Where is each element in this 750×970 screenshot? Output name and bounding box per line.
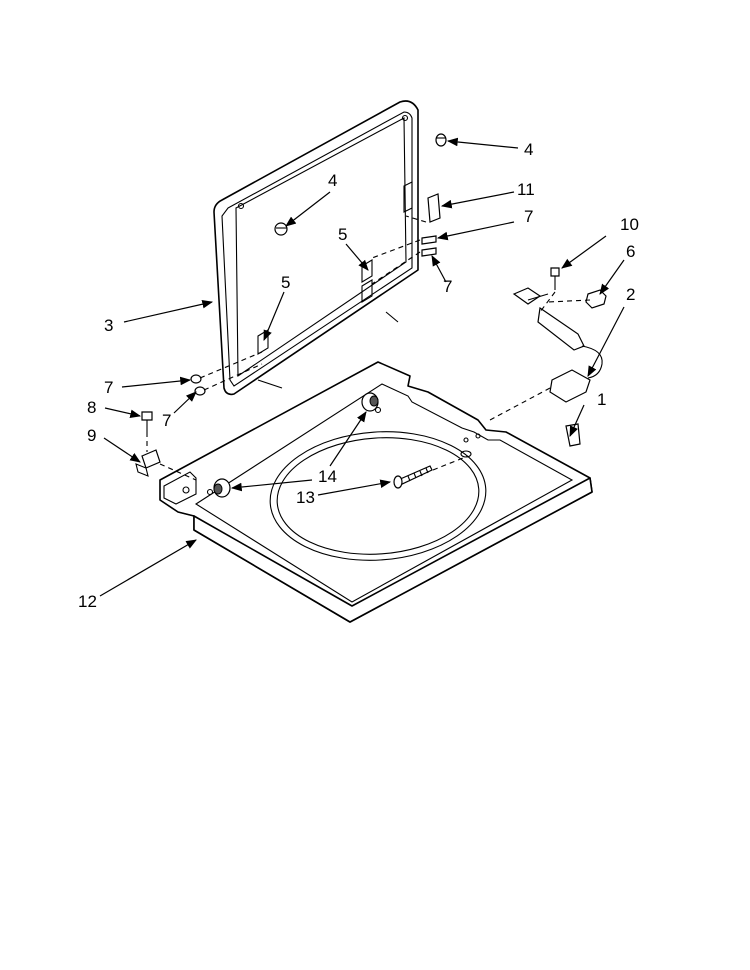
top-panel-part bbox=[159, 361, 593, 623]
callout-14: 14 bbox=[318, 467, 337, 486]
callout-7: 7 bbox=[524, 207, 533, 226]
callout-7: 7 bbox=[443, 277, 452, 296]
callout-6: 6 bbox=[626, 242, 635, 261]
callout-labels: 1 2 3 4 4 5 5 6 7 7 7 7 8 9 10 11 12 13 … bbox=[78, 140, 639, 611]
callout-5: 5 bbox=[281, 273, 290, 292]
callout-4: 4 bbox=[524, 140, 533, 159]
callout-7: 7 bbox=[104, 378, 113, 397]
callout-12: 12 bbox=[78, 592, 97, 611]
callout-8: 8 bbox=[87, 398, 96, 417]
screw-part bbox=[393, 465, 433, 489]
callout-4: 4 bbox=[328, 171, 337, 190]
callout-3: 3 bbox=[104, 316, 113, 335]
bushing-part bbox=[213, 392, 379, 498]
callout-7: 7 bbox=[162, 411, 171, 430]
callout-13: 13 bbox=[296, 488, 315, 507]
leader-lines bbox=[99, 137, 625, 597]
callout-2: 2 bbox=[626, 285, 635, 304]
callout-5: 5 bbox=[338, 225, 347, 244]
assembly-lines bbox=[146, 215, 591, 481]
callout-11: 11 bbox=[517, 180, 535, 199]
callout-9: 9 bbox=[87, 426, 96, 445]
callout-10: 10 bbox=[620, 215, 639, 234]
callout-1: 1 bbox=[597, 390, 606, 409]
lid-part bbox=[213, 100, 419, 396]
